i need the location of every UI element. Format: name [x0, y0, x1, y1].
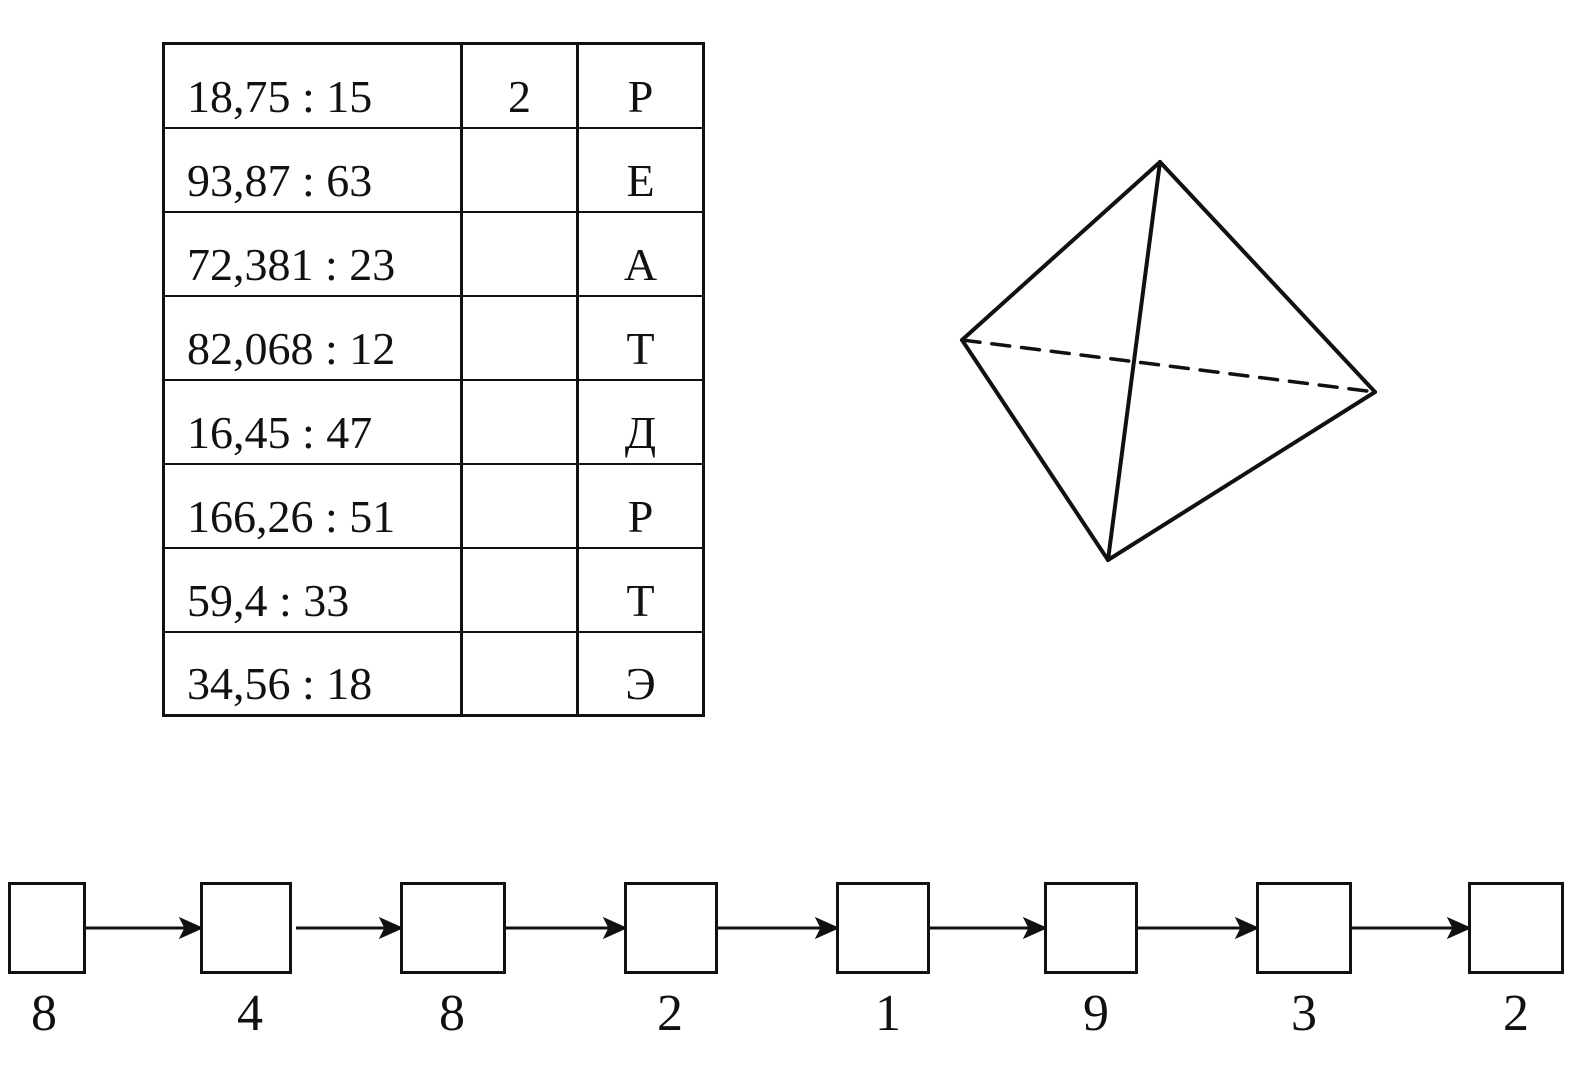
- expression-cell: 16,45 : 47: [163, 379, 463, 465]
- chain-label: 9: [1083, 985, 1109, 1042]
- chain-box[interactable]: [1044, 882, 1138, 974]
- chain-box[interactable]: [836, 882, 930, 974]
- chain-box[interactable]: [400, 882, 506, 974]
- division-table: 18,75 : 15 2 Р 93,87 : 63 Е 72,381 : 23 …: [162, 42, 705, 717]
- chain-box[interactable]: [624, 882, 718, 974]
- chain-box[interactable]: [1256, 882, 1352, 974]
- table-row: 72,381 : 23 А: [163, 211, 704, 297]
- chain-label: 8: [439, 985, 465, 1042]
- table-row: 93,87 : 63 Е: [163, 127, 704, 213]
- chain-box[interactable]: [8, 882, 86, 974]
- expression-cell: 59,4 : 33: [163, 547, 463, 633]
- tetrahedron-edge: [1106, 390, 1377, 562]
- arrow-head: [1022, 916, 1048, 940]
- table-row: 82,068 : 12 Т: [163, 295, 704, 381]
- table-row: 166,26 : 51 Р: [163, 463, 704, 549]
- letter-cell: А: [577, 211, 704, 297]
- tetrahedron-edge: [960, 160, 1162, 342]
- arrow-head: [602, 916, 628, 940]
- tetrahedron-hidden-edge: [960, 338, 1377, 394]
- table-row: 16,45 : 47 Д: [163, 379, 704, 465]
- chain-label: 3: [1291, 985, 1317, 1042]
- chain-label: 2: [1503, 985, 1529, 1042]
- answer-cell[interactable]: [461, 127, 579, 213]
- chain-box[interactable]: [200, 882, 292, 974]
- letter-cell: Д: [577, 379, 704, 465]
- chain-box[interactable]: [1468, 882, 1564, 974]
- expression-cell: 93,87 : 63: [163, 127, 463, 213]
- letter-cell: Р: [577, 43, 704, 129]
- arrow-head: [1234, 916, 1260, 940]
- chain-label: 4: [237, 985, 263, 1042]
- answer-cell[interactable]: [461, 211, 579, 297]
- table-row: 59,4 : 33 Т: [163, 547, 704, 633]
- letter-cell: Э: [625, 658, 656, 709]
- answer-cell[interactable]: [461, 295, 579, 381]
- tetrahedron-edge: [1158, 160, 1377, 394]
- chain-label: 8: [31, 985, 57, 1042]
- table-row: 18,75 : 15 2 Р: [163, 43, 704, 129]
- expression-cell: 82,068 : 12: [163, 295, 463, 381]
- chain-label: 2: [657, 985, 683, 1042]
- tetrahedron-figure: [960, 160, 1377, 562]
- tetrahedron-edge: [1106, 160, 1162, 562]
- expression-cell: 166,26 : 51: [163, 463, 463, 549]
- expression-cell: 72,381 : 23: [163, 211, 463, 297]
- answer-cell[interactable]: [461, 547, 579, 633]
- number-chain: 8 4 8 2 1 9 3 2: [0, 860, 1589, 1060]
- letter-cell: Е: [577, 127, 704, 213]
- answer-cell[interactable]: 2: [461, 43, 579, 129]
- answer-cell[interactable]: [461, 631, 579, 716]
- arrow-head: [814, 916, 840, 940]
- answer-cell[interactable]: [461, 463, 579, 549]
- letter-cell: Т: [577, 547, 704, 633]
- arrow-head: [178, 916, 204, 940]
- expression-cell: 18,75 : 15: [163, 43, 463, 129]
- chain-arrows: [86, 916, 1472, 940]
- chain-label: 1: [875, 985, 901, 1042]
- arrow-head: [1446, 916, 1472, 940]
- answer-cell[interactable]: [461, 379, 579, 465]
- letter-cell: Р: [577, 463, 704, 549]
- letter-cell: Т: [577, 295, 704, 381]
- tetrahedron-edge: [960, 338, 1110, 562]
- table-row: 34,56 : 18 Э: [163, 631, 704, 716]
- expression-cell: 34,56 : 18: [163, 631, 463, 716]
- arrow-head: [378, 916, 404, 940]
